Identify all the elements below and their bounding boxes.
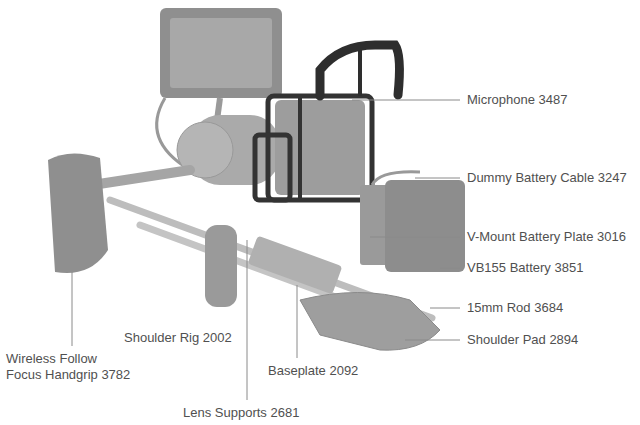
callout-label: Shoulder Pad 2894 bbox=[467, 332, 578, 348]
callout-label: Dummy Battery Cable 3247 bbox=[467, 170, 627, 186]
callout-label: Baseplate 2092 bbox=[268, 363, 358, 379]
callout-label: Shoulder Rig 2002 bbox=[124, 330, 232, 346]
callout-label: V-Mount Battery Plate 3016 bbox=[467, 229, 626, 245]
callout-label: Wireless Follow Focus Handgrip 3782 bbox=[6, 351, 133, 383]
callout-label: Lens Supports 2681 bbox=[183, 405, 299, 421]
callout-label: Microphone 3487 bbox=[467, 92, 567, 108]
callout-label: VB155 Battery 3851 bbox=[467, 260, 583, 276]
callout-label: 15mm Rod 3684 bbox=[467, 300, 563, 316]
